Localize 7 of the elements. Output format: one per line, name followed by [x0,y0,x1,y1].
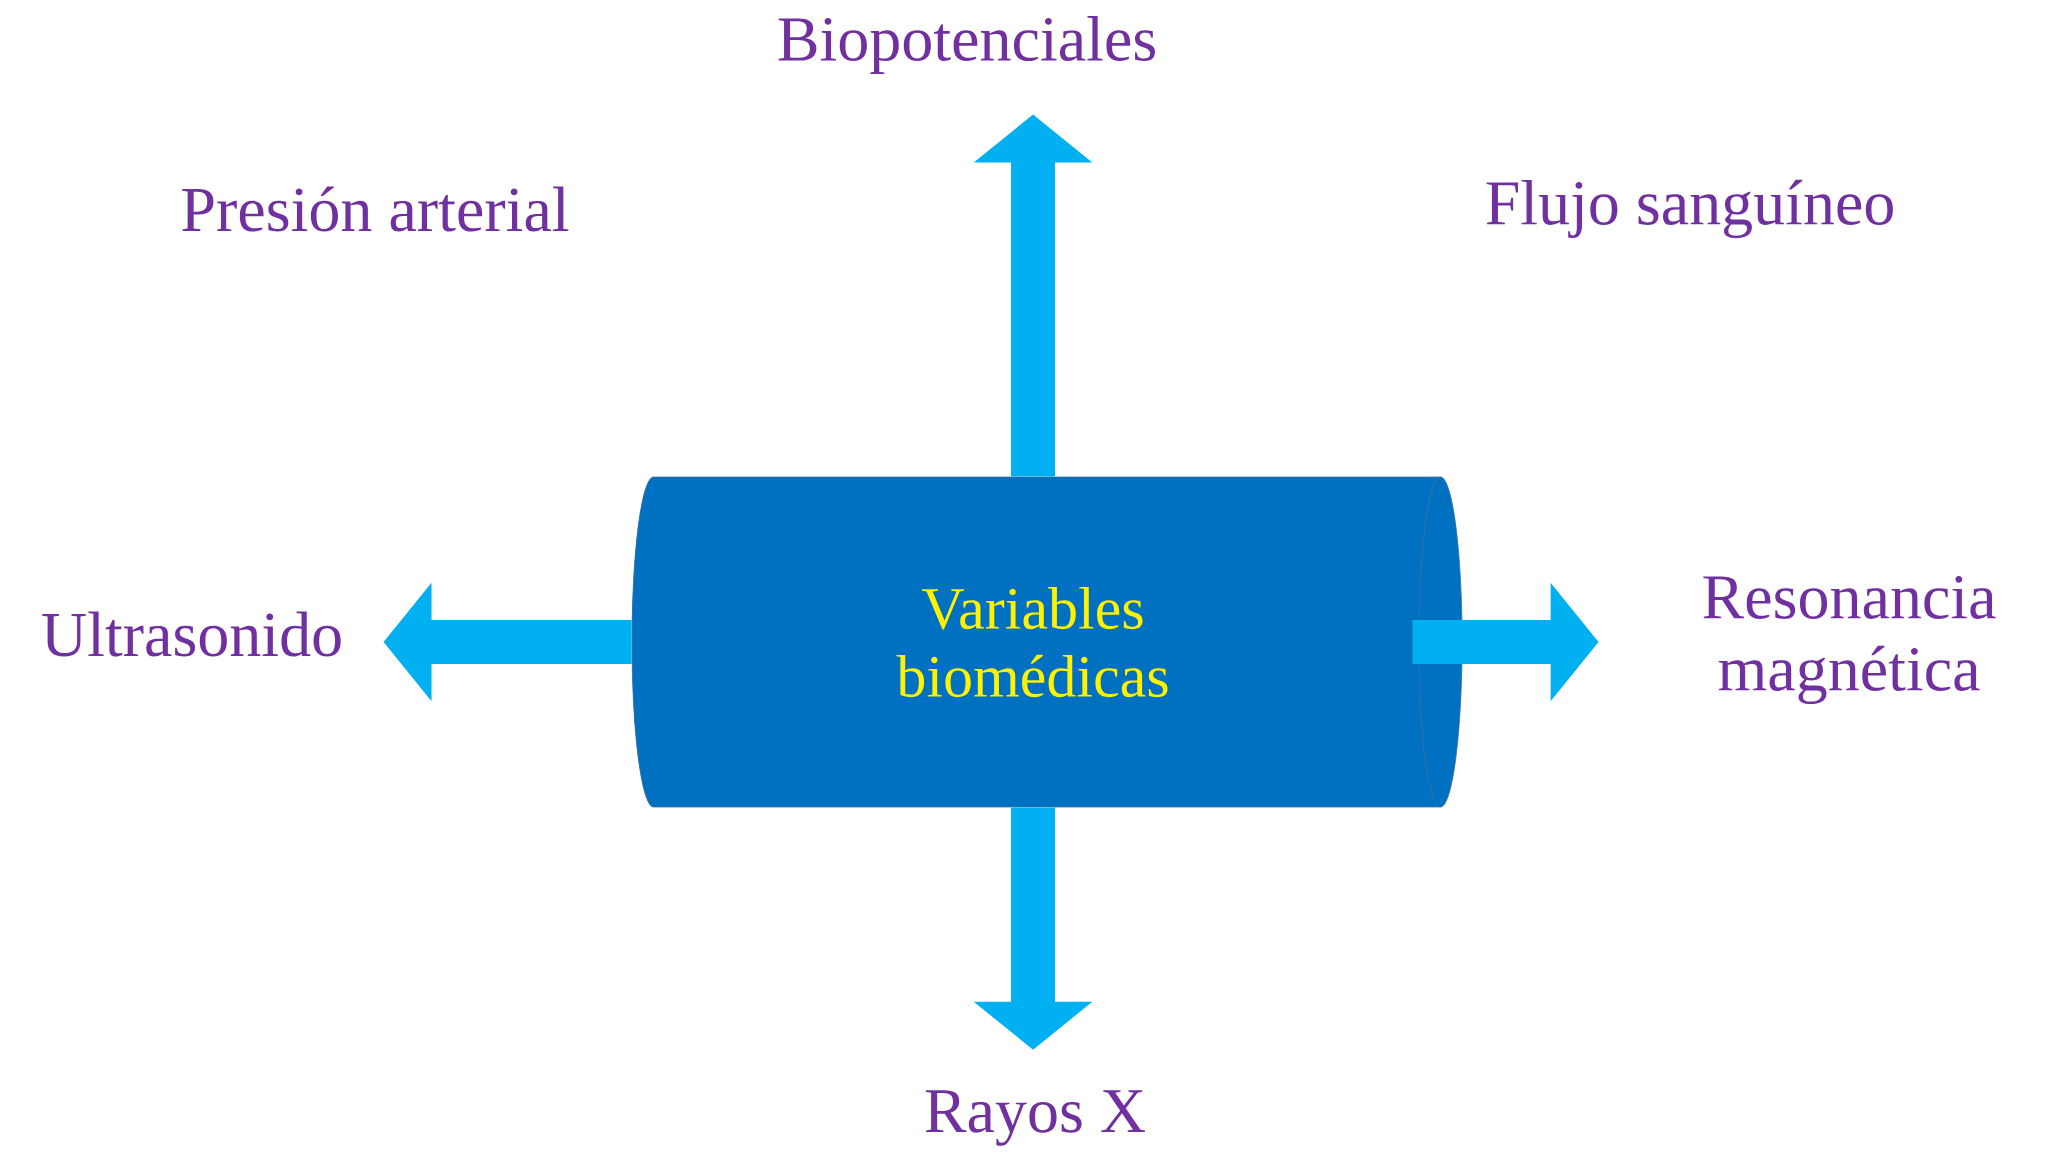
label-text: Resonancia magnética [1703,575,1996,705]
label-text: Ultrasonido [42,611,341,657]
label-text: Biopotenciales [778,16,1155,74]
label-text: Rayos X [925,1090,1145,1146]
label-text: Presión arterial [182,186,569,232]
label-text: Flujo sanguíneo [1486,179,1893,239]
cylinder: Variables biomédicas [631,476,1463,808]
